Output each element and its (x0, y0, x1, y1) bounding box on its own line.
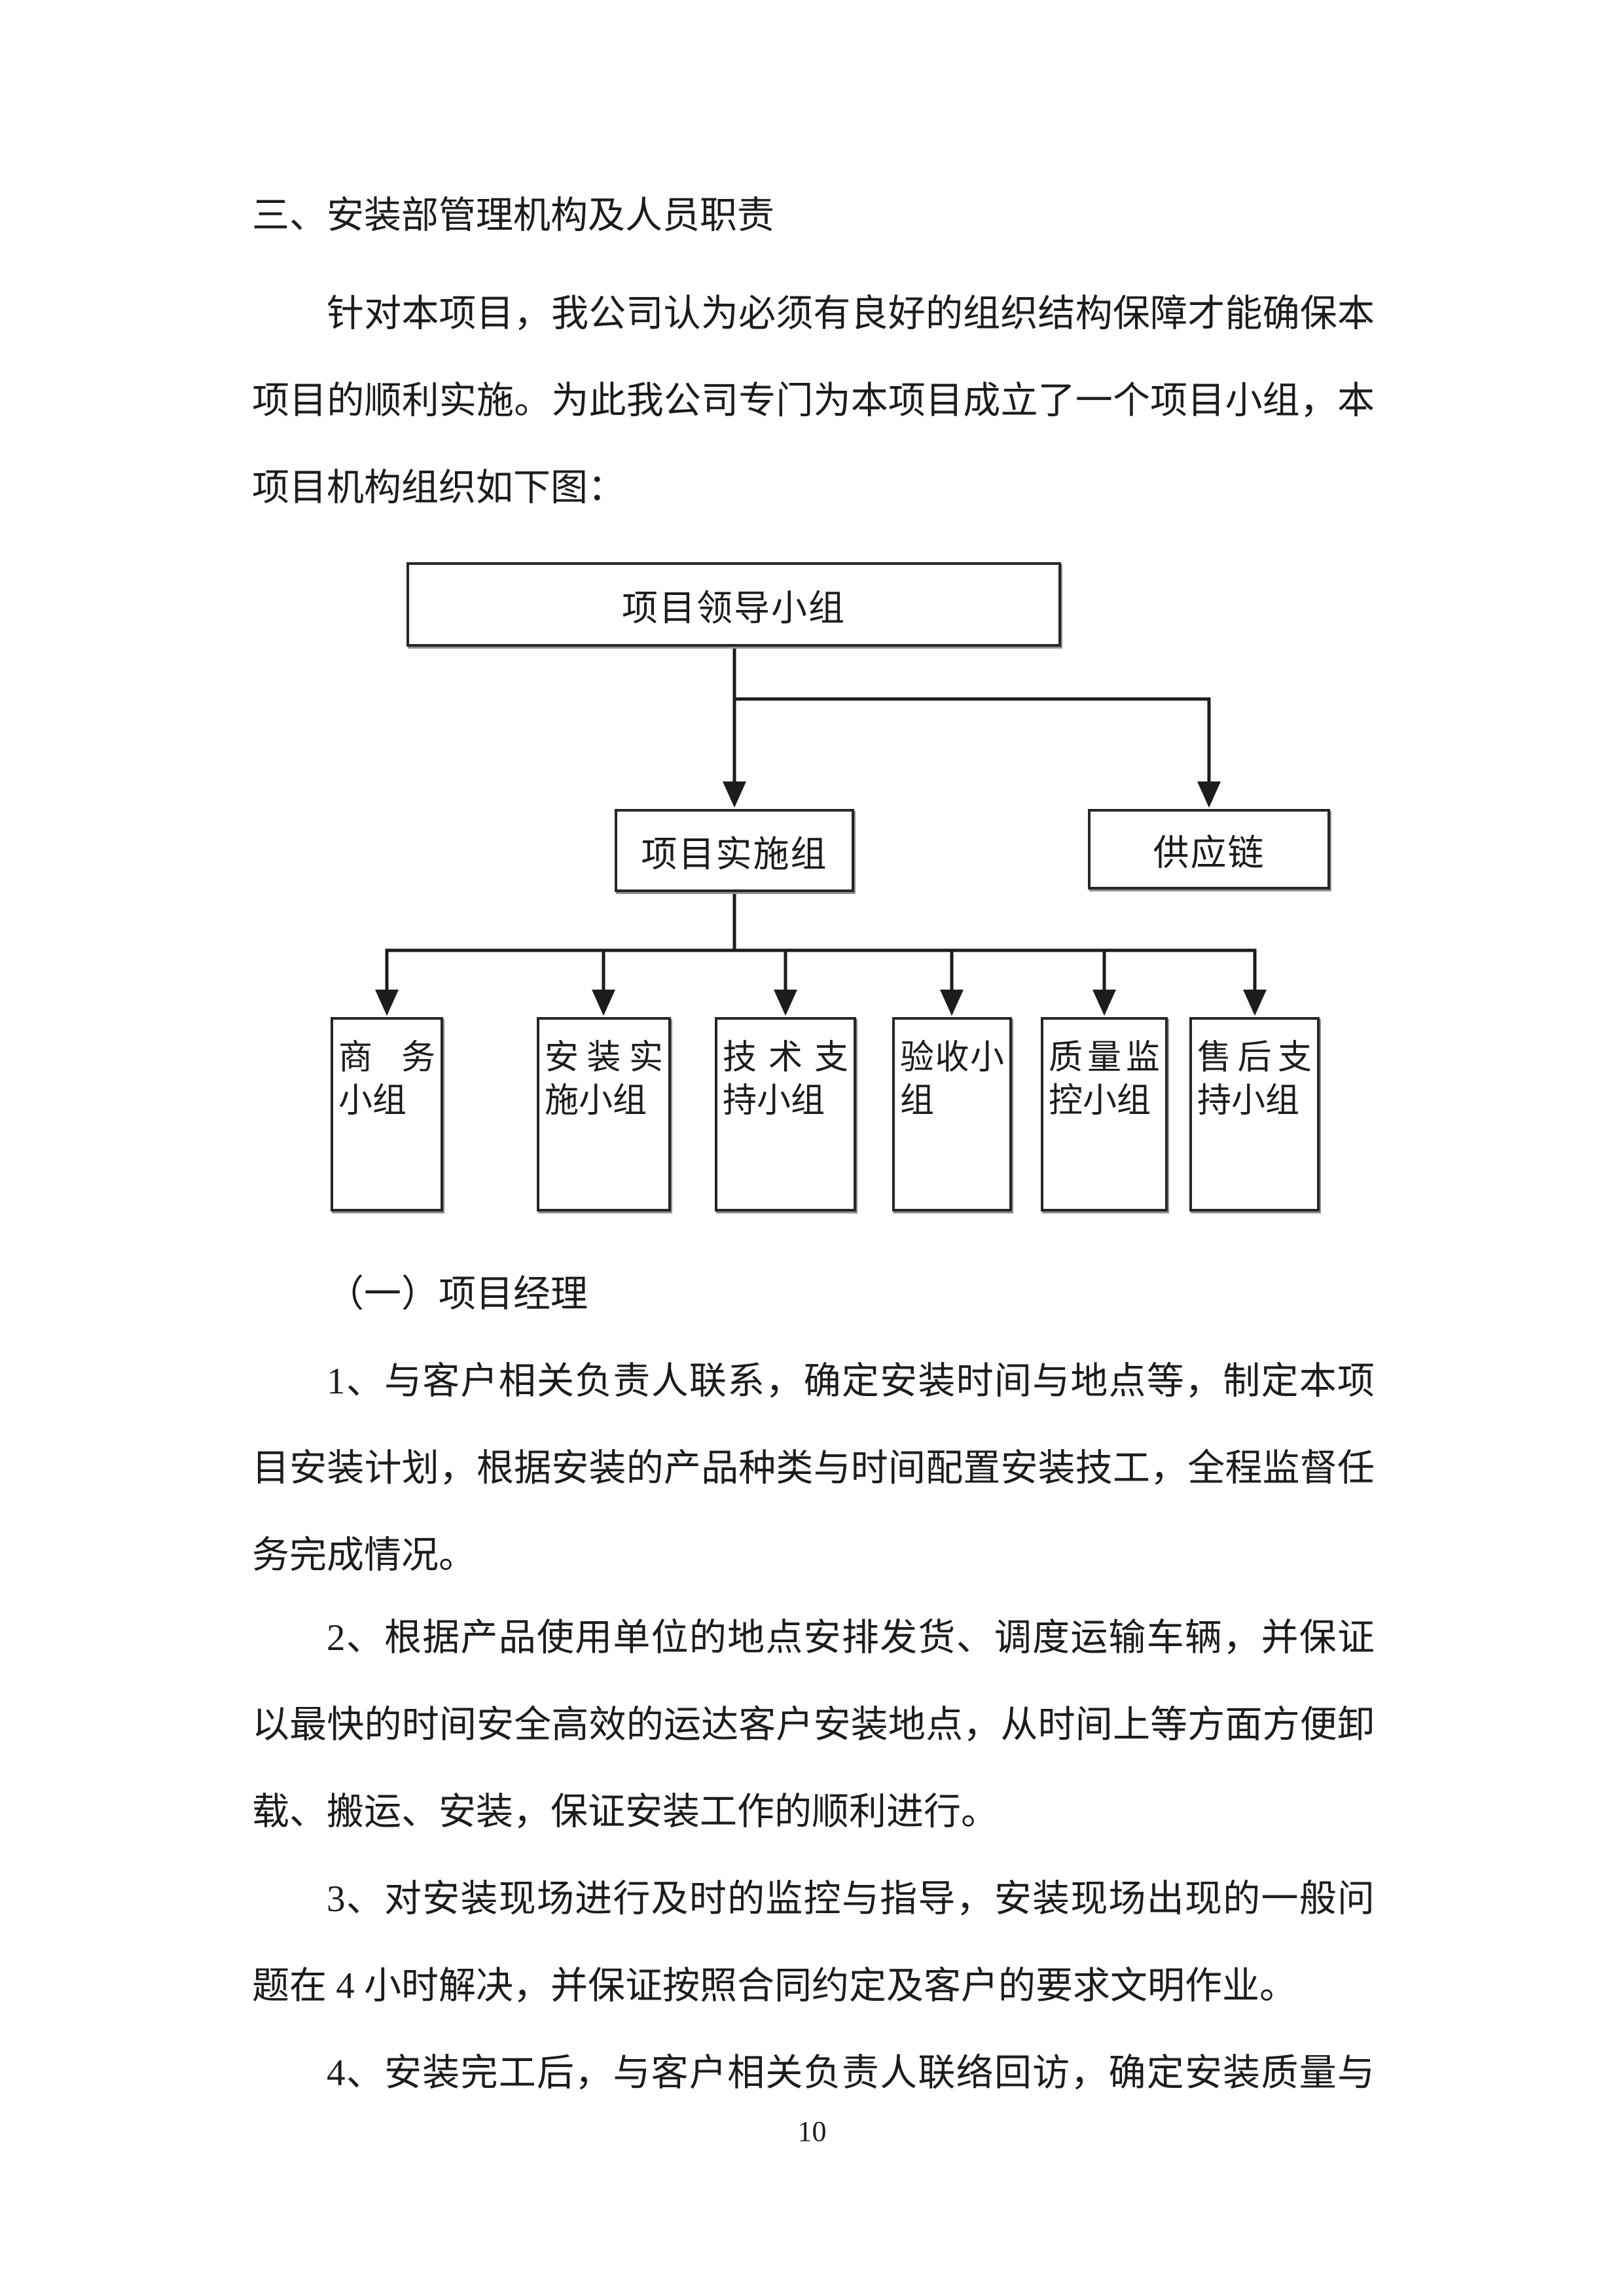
org-box-supply-chain: 供应链 (1088, 809, 1330, 889)
arrow-down-icon (1243, 990, 1267, 1016)
paragraph-line: 以最快的时间安全高效的运达客户安装地点，从时间上等方面方便卸 (252, 1704, 1375, 1746)
paragraph-line: 务完成情况。 (252, 1535, 476, 1576)
paragraph-line: 载、搬运、安装，保证安装工作的顺利进行。 (252, 1791, 998, 1833)
arrow-down-icon (375, 990, 399, 1016)
paragraph-line: 针对本项目，我公司认为必须有良好的组织结构保障才能确保本 (327, 293, 1375, 334)
paragraph-line: 3、对安装现场进行及时的监控与指导，安装现场出现的一般问 (327, 1878, 1375, 1920)
page-number: 10 (797, 2115, 827, 2147)
org-box-business-team: 商务小组 (331, 1017, 443, 1211)
paragraph-line: 项目的顺利实施。为此我公司专门为本项目成立了一个项目小组，本 (252, 380, 1375, 422)
arrow-down-icon (774, 990, 797, 1016)
org-box-project-leadership-group: 项目领导小组 (406, 562, 1061, 647)
paragraph-line: 2、根据产品使用单位的地点安排发货、调度运输车辆，并保证 (327, 1617, 1375, 1659)
section-heading: 三、安装部管理机构及人员职责 (252, 195, 774, 236)
arrow-down-icon (592, 990, 615, 1016)
arrow-down-icon (1092, 990, 1116, 1016)
org-box-installation-implementation-team: 安装实施小组 (537, 1017, 671, 1211)
paragraph-line: 4、安装完工后，与客户相关负责人联络回访，确定安装质量与 (327, 2053, 1375, 2094)
paragraph-line: 项目机构组织如下图： (252, 467, 625, 509)
org-box-quality-monitoring-team: 质量监控小组 (1041, 1017, 1168, 1211)
org-box-acceptance-team: 验收小组 (892, 1017, 1012, 1211)
paragraph-line: 1、与客户相关负责人联系，确定安装时间与地点等，制定本项 (327, 1361, 1375, 1402)
arrow-down-icon (723, 781, 746, 808)
paragraph-line: 目安装计划，根据安装的产品种类与时间配置安装技工，全程监督任 (252, 1448, 1375, 1489)
org-box-project-implementation-group: 项目实施组 (615, 809, 854, 892)
arrow-down-icon (1197, 781, 1221, 808)
arrow-down-icon (940, 990, 964, 1016)
paragraph-line: 题在 4 小时解决，并保证按照合同约定及客户的要求文明作业。 (252, 1965, 1297, 2007)
org-box-after-sales-support-team: 售后支持小组 (1189, 1017, 1320, 1211)
org-box-technical-support-team: 技术支持小组 (715, 1017, 856, 1211)
subsection-heading: （一）项目经理 (327, 1274, 588, 1315)
